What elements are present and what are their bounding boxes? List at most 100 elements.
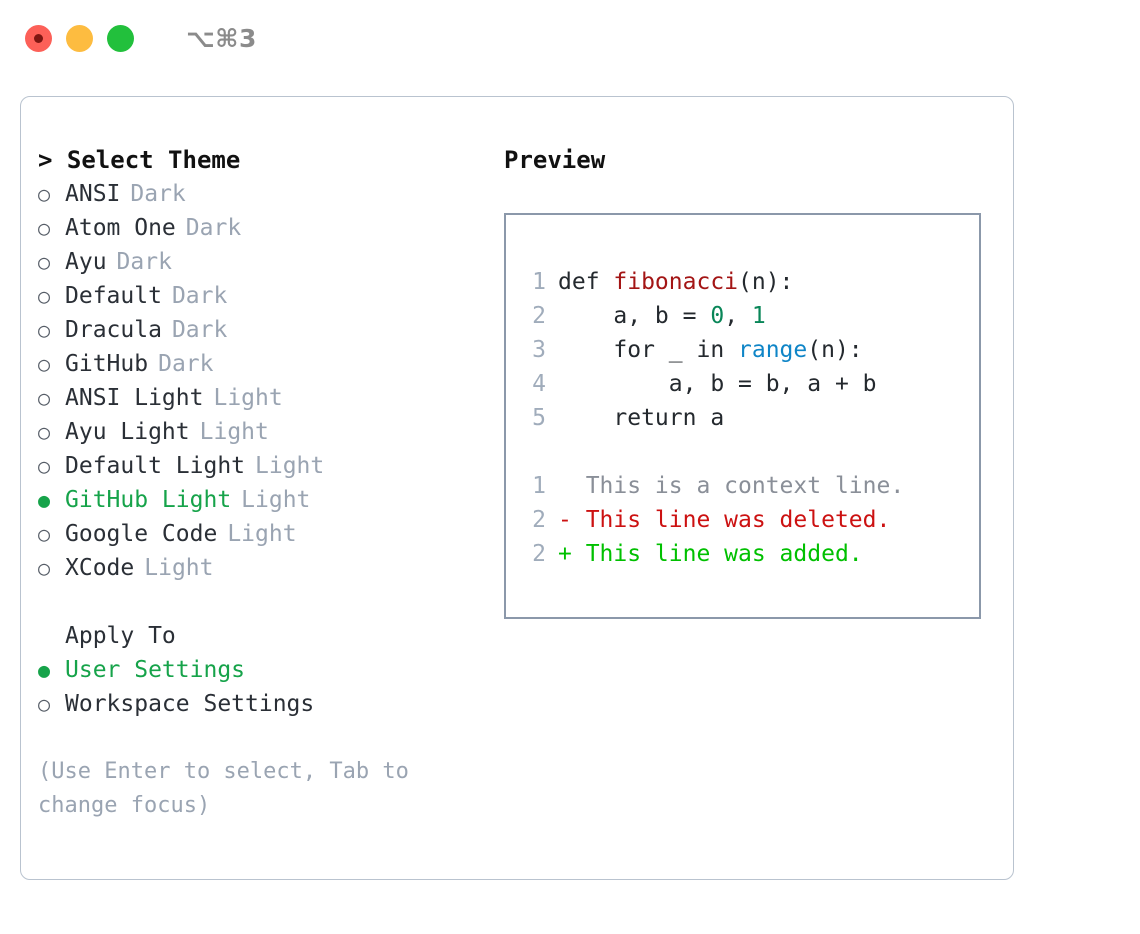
theme-option-label: GitHub Light	[65, 487, 232, 513]
theme-option-label: Google Code	[65, 521, 218, 547]
line-number: 3	[532, 337, 546, 363]
apply-to-heading: Apply To	[65, 623, 176, 649]
theme-variant-badge: Dark	[171, 283, 228, 309]
apply-to-option[interactable]: ● User Settings	[38, 653, 491, 687]
code-token-plain: a, b = b, a + b	[558, 371, 877, 397]
code-text: a, b = 0, 1	[558, 299, 766, 333]
theme-option-label: Default Light	[65, 453, 246, 479]
theme-option-label: XCode	[65, 555, 135, 581]
code-token-plain: for _ in	[558, 337, 739, 363]
radio-unselected-icon: ○	[38, 182, 51, 206]
theme-option-label: ANSI	[65, 181, 121, 207]
code-token-plain: a, b =	[558, 303, 711, 329]
diff-sample: 1 This is a context line. 2 - This line wa…	[506, 469, 979, 571]
code-line: 5 return a	[506, 401, 979, 435]
radio-unselected-icon: ○	[38, 454, 51, 478]
theme-variant-badge: Dark	[185, 215, 242, 241]
code-token-plain: def	[558, 269, 614, 295]
apply-to-option[interactable]: ○ Workspace Settings	[38, 687, 491, 721]
theme-option-label: Dracula	[65, 317, 162, 343]
radio-unselected-icon: ○	[38, 318, 51, 342]
keyboard-shortcut-label: ⌥⌘3	[186, 23, 257, 53]
theme-option[interactable]: ○ Dracula Dark	[38, 313, 491, 347]
code-token-plain: return a	[558, 405, 725, 431]
code-line: 4 a, b = b, a + b	[506, 367, 979, 401]
theme-option-label: Ayu Light	[65, 419, 190, 445]
code-token-plain: (n):	[807, 337, 863, 363]
close-icon	[34, 33, 43, 43]
theme-option[interactable]: ○ Google Code Light	[38, 517, 491, 551]
theme-variant-badge: Light	[144, 555, 214, 581]
theme-variant-badge: Dark	[130, 181, 186, 207]
apply-to-option-label: Workspace Settings	[65, 691, 315, 717]
diff-text-del: - This line was deleted.	[558, 507, 891, 533]
apply-to-list[interactable]: ● User Settings ○ Workspace Settings	[38, 653, 491, 721]
theme-option[interactable]: ○ Atom One Dark	[38, 211, 491, 245]
spacer	[506, 435, 979, 469]
radio-unselected-icon: ○	[38, 284, 51, 308]
theme-option-label: ANSI Light	[65, 385, 204, 411]
code-token-num: 0	[710, 303, 725, 329]
radio-unselected-icon: ○	[38, 522, 51, 546]
radio-unselected-icon: ○	[38, 386, 51, 410]
close-button[interactable]	[25, 24, 52, 52]
theme-option-label: Default	[65, 283, 162, 309]
line-number: 1	[532, 473, 546, 499]
radio-unselected-icon: ○	[38, 420, 51, 444]
theme-option[interactable]: ○ ANSI Light Light	[38, 381, 491, 415]
theme-option[interactable]: ○ ANSI Dark	[38, 177, 491, 211]
window-controls	[25, 24, 134, 52]
code-token-num: 1	[751, 303, 766, 329]
maximize-button[interactable]	[107, 24, 134, 52]
keyboard-hint-text: (Use Enter to select, Tab to change focu…	[38, 759, 409, 818]
theme-variant-badge: Light	[255, 453, 325, 479]
radio-unselected-icon: ○	[38, 556, 51, 580]
theme-option-label: Atom One	[65, 215, 176, 241]
theme-option[interactable]: ○ XCode Light	[38, 551, 491, 585]
preview-title: Preview	[504, 146, 606, 174]
code-line: 2 a, b = 0, 1	[506, 299, 979, 333]
radio-selected-icon: ●	[38, 658, 51, 682]
theme-variant-badge: Dark	[158, 351, 214, 377]
minimize-button[interactable]	[66, 24, 93, 52]
radio-unselected-icon: ○	[38, 216, 51, 240]
theme-variant-badge: Dark	[116, 249, 172, 275]
code-token-plain: (n):	[738, 269, 794, 295]
apply-to-option-label: User Settings	[65, 657, 246, 683]
code-line: 3 for _ in range(n):	[506, 333, 979, 367]
diff-text-add: + This line was added.	[558, 541, 863, 567]
theme-option-label: Ayu	[65, 249, 107, 275]
theme-option[interactable]: ○ Ayu Light Light	[38, 415, 491, 449]
theme-option[interactable]: ○ Default Dark	[38, 279, 491, 313]
diff-line: 1 This is a context line.	[506, 469, 979, 503]
code-token-builtin: range	[738, 337, 808, 363]
radio-unselected-icon: ○	[38, 250, 51, 274]
theme-variant-badge: Light	[199, 419, 269, 445]
theme-option[interactable]: ○ Default Light Light	[38, 449, 491, 483]
theme-variant-badge: Dark	[171, 317, 228, 343]
code-token-func: fibonacci	[613, 269, 739, 295]
theme-variant-badge: Light	[227, 521, 297, 547]
theme-variant-badge: Light	[241, 487, 311, 513]
line-number: 4	[532, 371, 546, 397]
theme-option-label: GitHub	[65, 351, 149, 377]
code-text: def fibonacci(n):	[558, 265, 793, 299]
line-number: 5	[532, 405, 546, 431]
line-number: 2	[532, 541, 546, 567]
code-text: return a	[558, 401, 724, 435]
theme-option[interactable]: ○ Ayu Dark	[38, 245, 491, 279]
diff-line: 2 + This line was added.	[506, 537, 979, 571]
titlebar: ⌥⌘3	[0, 0, 1140, 76]
theme-variant-badge: Light	[213, 385, 283, 411]
radio-unselected-icon: ○	[38, 692, 51, 716]
